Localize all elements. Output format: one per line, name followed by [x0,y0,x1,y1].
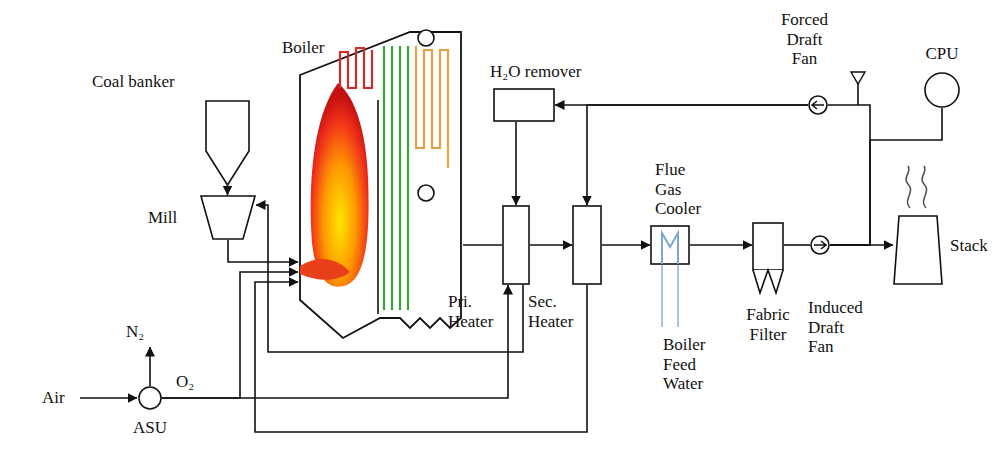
shape-part [206,101,249,185]
mill-shape [200,195,256,240]
node-label: Mill [148,208,193,228]
secondary-heater: Sec. Heater [572,205,602,285]
secondary-heater-shape [572,205,602,285]
shape-part [311,83,369,287]
node-label: Flue Gas Cooler [655,160,707,219]
vent-stem [857,84,859,105]
vent-symbol [851,72,865,84]
primary-heater-shape [502,205,530,285]
node-label: Sec. Heater [528,292,580,331]
shape-part [139,387,161,409]
flow-line [602,244,650,246]
shape-part [809,96,827,114]
asu-circle-shape [138,386,162,410]
stream-label: O₂ [176,372,216,392]
flow-line [463,244,502,246]
asu-circle: ASU [138,386,162,410]
flow-line [227,185,229,195]
shape-part [811,236,829,254]
node-label: Boiler [282,38,342,58]
boiler: Boiler [298,28,463,340]
shape-part [573,206,601,284]
primary-heater: Pri. Heater [502,205,530,285]
flow-line [784,244,810,246]
shape-part [201,196,255,239]
shape-part [812,101,824,109]
water-remover-box: H₂O remover [493,88,555,122]
nitrogen-outlet-line [149,347,151,386]
flue-gas-cooler-shape [650,225,690,265]
shape-part [407,46,409,310]
node-label: Stack [950,236,1000,256]
node-label: Pri. Heater [448,292,500,331]
water-remover-box-shape [493,88,555,122]
node-label: Coal banker [92,72,202,92]
shape-part [494,89,554,121]
shape-part [503,206,529,284]
flow-line [690,244,752,246]
flow-line [587,105,808,205]
node-label: Forced Draft Fan [777,10,832,69]
stream-label: Boiler Feed Water [663,335,715,394]
shape-part [340,48,372,88]
shape-part [300,259,350,280]
stream-label: N₂ [126,322,166,342]
stream-label: Air [42,388,82,408]
shape-part [814,241,826,249]
induced-draft-fan-shape [810,235,830,255]
shape-part [753,223,783,270]
shape-part [661,265,663,327]
shape-part [383,46,385,310]
flue-gas-cooler: Flue Gas Cooler [650,225,690,265]
forced-draft-fan: Forced Draft Fan [808,95,828,115]
shape-part [300,32,461,338]
shape-part [377,100,379,314]
shape-part [753,270,783,293]
cpu-circle-shape [924,72,960,108]
cpu-circle: CPU [924,72,960,108]
forced-draft-fan-shape [808,95,828,115]
induced-draft-fan: Induced Draft Fan [810,235,830,255]
shape-part [418,185,434,201]
flow-line [828,105,870,245]
coal-bunker: Coal banker [205,100,250,185]
shape-part [651,226,689,264]
shape-part [925,73,959,107]
flow-line [530,244,572,246]
boiler-shape [298,28,463,340]
fabric-filter: Fabric Filter [752,222,784,294]
flow-line [162,272,298,398]
mill: Mill [200,195,256,240]
node-label: Fabric Filter [740,305,796,344]
air-inlet-line [80,397,137,399]
flow-line [515,122,517,205]
shape-part [391,46,393,310]
shape-part [399,46,401,310]
node-label: H₂O remover [490,62,640,82]
stack: Stack [893,215,943,285]
shape-part [677,265,679,327]
fabric-filter-shape [752,222,784,294]
smoke [906,166,911,208]
shape-part [662,233,678,264]
node-label: ASU [130,418,170,438]
shape-part [894,216,942,284]
stack-shape [893,215,943,285]
node-label: CPU [912,44,972,64]
node-label: Induced Draft Fan [808,298,868,357]
shape-part [416,46,448,168]
smoke [922,166,927,208]
shape-part [418,30,434,46]
flow-line [228,240,298,262]
coal-bunker-shape [205,100,250,185]
